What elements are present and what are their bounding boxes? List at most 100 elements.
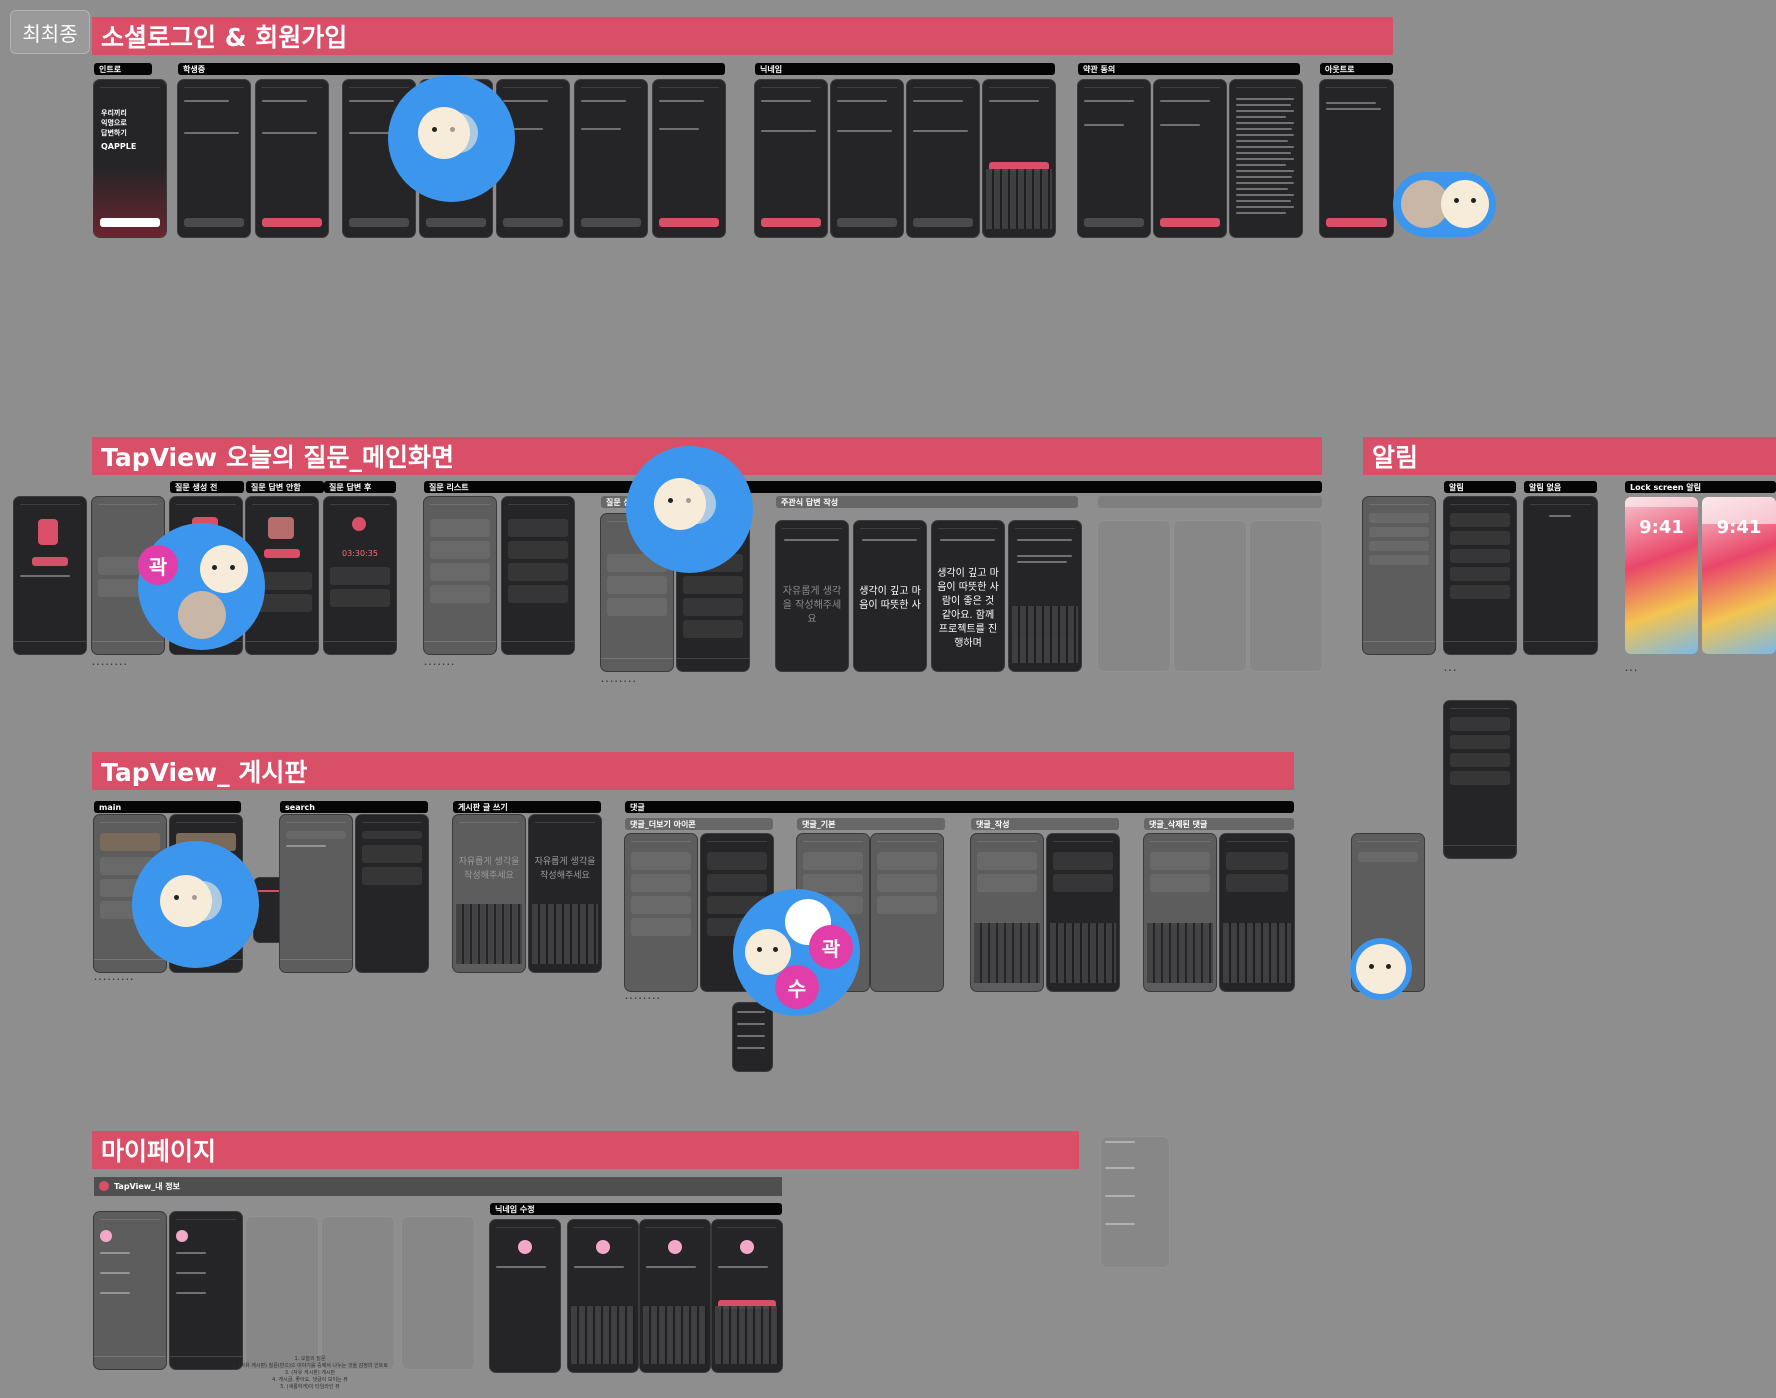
label-nick-edit: 닉네임 수정 [490,1203,782,1215]
label-dim [1098,496,1322,508]
page-tag[interactable]: 최최종 [10,10,90,54]
phone-nick-edit-4[interactable] [712,1220,782,1372]
social-login-button[interactable] [99,218,161,227]
lock-time-1: 9:41 [1639,517,1684,538]
lock-time-2: 9:41 [1716,517,1762,538]
phone-student-7[interactable] [653,80,725,237]
label-q-before: 질문 생성 전 [170,481,244,493]
my-info-bar: TapView_내 정보 [94,1177,782,1196]
note-comment: • • • • • • • • [625,996,660,1002]
collaborator-cursor-avatar-2 [626,446,753,573]
phone-nickname-4[interactable] [983,80,1055,237]
comment-more-menu[interactable] [733,1003,772,1071]
label-main: main [94,801,241,813]
phone-search-2[interactable] [356,815,428,972]
intro-brand: QAPPLE [101,142,137,151]
intro-line-2: 익명으로 [101,119,127,127]
floating-frame-list [1101,1137,1169,1267]
phone-main-5[interactable]: 03:30:35 [324,497,396,654]
phone-mypage-ghost-3 [402,1217,474,1369]
note-main: • • • • • • • • [92,662,127,668]
answer-typing-short: 생각이 깊고 마음이 따뜻한 사 [859,586,921,611]
collaborator-cursor-avatar-3 [132,841,259,968]
phone-noti-3[interactable] [1444,701,1516,858]
collaborator-cluster-avatar-2: 곽 수 [733,889,860,1016]
collaborator-group-avatar [1393,172,1496,237]
phone-terms-2[interactable] [1154,80,1226,237]
label-search: search [280,801,428,813]
phone-nick-edit-2[interactable] [568,1220,638,1372]
phone-qlist-2[interactable] [502,497,574,654]
note-lock: • • • [1625,668,1638,674]
phone-intro[interactable]: 우리끼리 익명으로 답변하기 QAPPLE [94,80,166,237]
note-qlist: • • • • • • • [424,662,455,668]
phone-nick-edit-3[interactable] [640,1220,710,1372]
phone-write-2[interactable]: 자유롭게 생각을 작성해주세요 [529,815,601,972]
phone-terms-1[interactable] [1078,80,1150,237]
label-nickname: 닉네임 [755,63,1055,75]
phone-subjective-3[interactable]: 생각이 깊고 마음이 따뜻한 사람이 좋은 것 같아요. 함께 프로젝트를 진행… [932,521,1004,671]
phone-student-6[interactable] [575,80,647,237]
badge-gwak-2: 곽 [809,925,853,969]
label-q-list: 질문 리스트 [424,481,1322,493]
phone-subjective-4[interactable] [1009,521,1081,671]
phone-comment-more-1[interactable] [625,834,697,991]
label-student-id: 학생증 [178,63,725,75]
phone-qlist-1[interactable] [424,497,496,654]
collaborator-cursor-avatar [388,75,515,202]
collaborator-small-avatar [1350,938,1412,1000]
mypage-note-4: 4. 게시글, 좋아요, 댓글이 보이는 뷰 [272,1377,348,1383]
label-lock-noti: Lock screen 알림 [1625,481,1776,493]
phone-nick-edit-1[interactable] [490,1220,560,1372]
phone-nickname-3[interactable] [907,80,979,237]
note-noti: • • • [1444,668,1457,674]
section-banner-mypage: 마이페이지 [92,1131,1079,1169]
label-q-answering: 질문 답변 안함 [246,481,324,493]
section-banner-social-login: 소셜로그인 & 회원가입 [92,17,1393,55]
my-info-label: TapView_내 정보 [114,1182,181,1191]
phone-subjective-1[interactable]: 자유롭게 생각을 작성해주세요 [776,521,848,671]
label-comment-deleted: 댓글_삭제된 댓글 [1144,818,1294,830]
badge-su: 수 [775,965,819,1009]
phone-comment-write-1[interactable] [971,834,1043,991]
mypage-note-3: 3. (자유 게시판) 게시판 [284,1370,336,1376]
phone-nickname-1[interactable] [755,80,827,237]
phone-subjective-2[interactable]: 생각이 깊고 마음이 따뜻한 사 [854,521,926,671]
phone-nickname-2[interactable] [831,80,903,237]
phone-mypage-1[interactable] [94,1212,166,1369]
label-q-after: 질문 답변 후 [324,481,396,493]
label-intro: 인트로 [94,63,152,75]
phone-main-1[interactable] [14,497,86,654]
phone-terms-3[interactable] [1230,80,1302,237]
mypage-note-5: 5. (새롭하게)이 타임라인 뷰 [280,1384,340,1390]
collaborator-cluster-avatar: 곽 [138,523,265,650]
label-subjective: 주관식 답변 작성 [776,496,1078,508]
phone-ghost-1 [1098,521,1170,671]
lock-screen-2: 9:41 [1702,497,1776,654]
answer-placeholder: 자유롭게 생각을 작성해주세요 [782,586,842,625]
phone-logout[interactable] [1320,80,1393,237]
phone-comment-write-2[interactable] [1047,834,1119,991]
label-comment: 댓글 [625,801,1294,813]
phone-mypage-ghost-1 [246,1217,318,1369]
phone-search-1[interactable] [280,815,352,972]
phone-comment-deleted-2[interactable] [1220,834,1294,991]
timer-text: 03:30:35 [342,549,378,558]
phone-mypage-2[interactable] [170,1212,242,1369]
phone-mypage-ghost-2 [322,1217,394,1369]
phone-student-1[interactable] [178,80,250,237]
phone-noti-2[interactable] [1444,497,1516,654]
label-noti-empty: 알림 없음 [1524,481,1597,493]
section-banner-notification: 알림 [1363,437,1776,475]
phone-write-1[interactable]: 자유롭게 생각을 작성해주세요 [453,815,525,972]
section-banner-tapview-main: TapView 오늘의 질문_메인화면 [92,437,1322,475]
mypage-note-2: 2. (자유 게시판) 질문(반으)으 이야기를 중에서 나누는 것을 감정의 … [232,1363,388,1369]
phone-noti-1[interactable] [1363,497,1435,654]
label-terms: 약관 동의 [1078,63,1300,75]
phone-student-2[interactable] [256,80,328,237]
phone-comment-deleted-1[interactable] [1144,834,1216,991]
phone-comment-basic-2[interactable] [871,834,943,991]
phone-ghost-3 [1250,521,1322,671]
phone-noti-empty[interactable] [1524,497,1597,654]
user-icon [99,1181,109,1191]
